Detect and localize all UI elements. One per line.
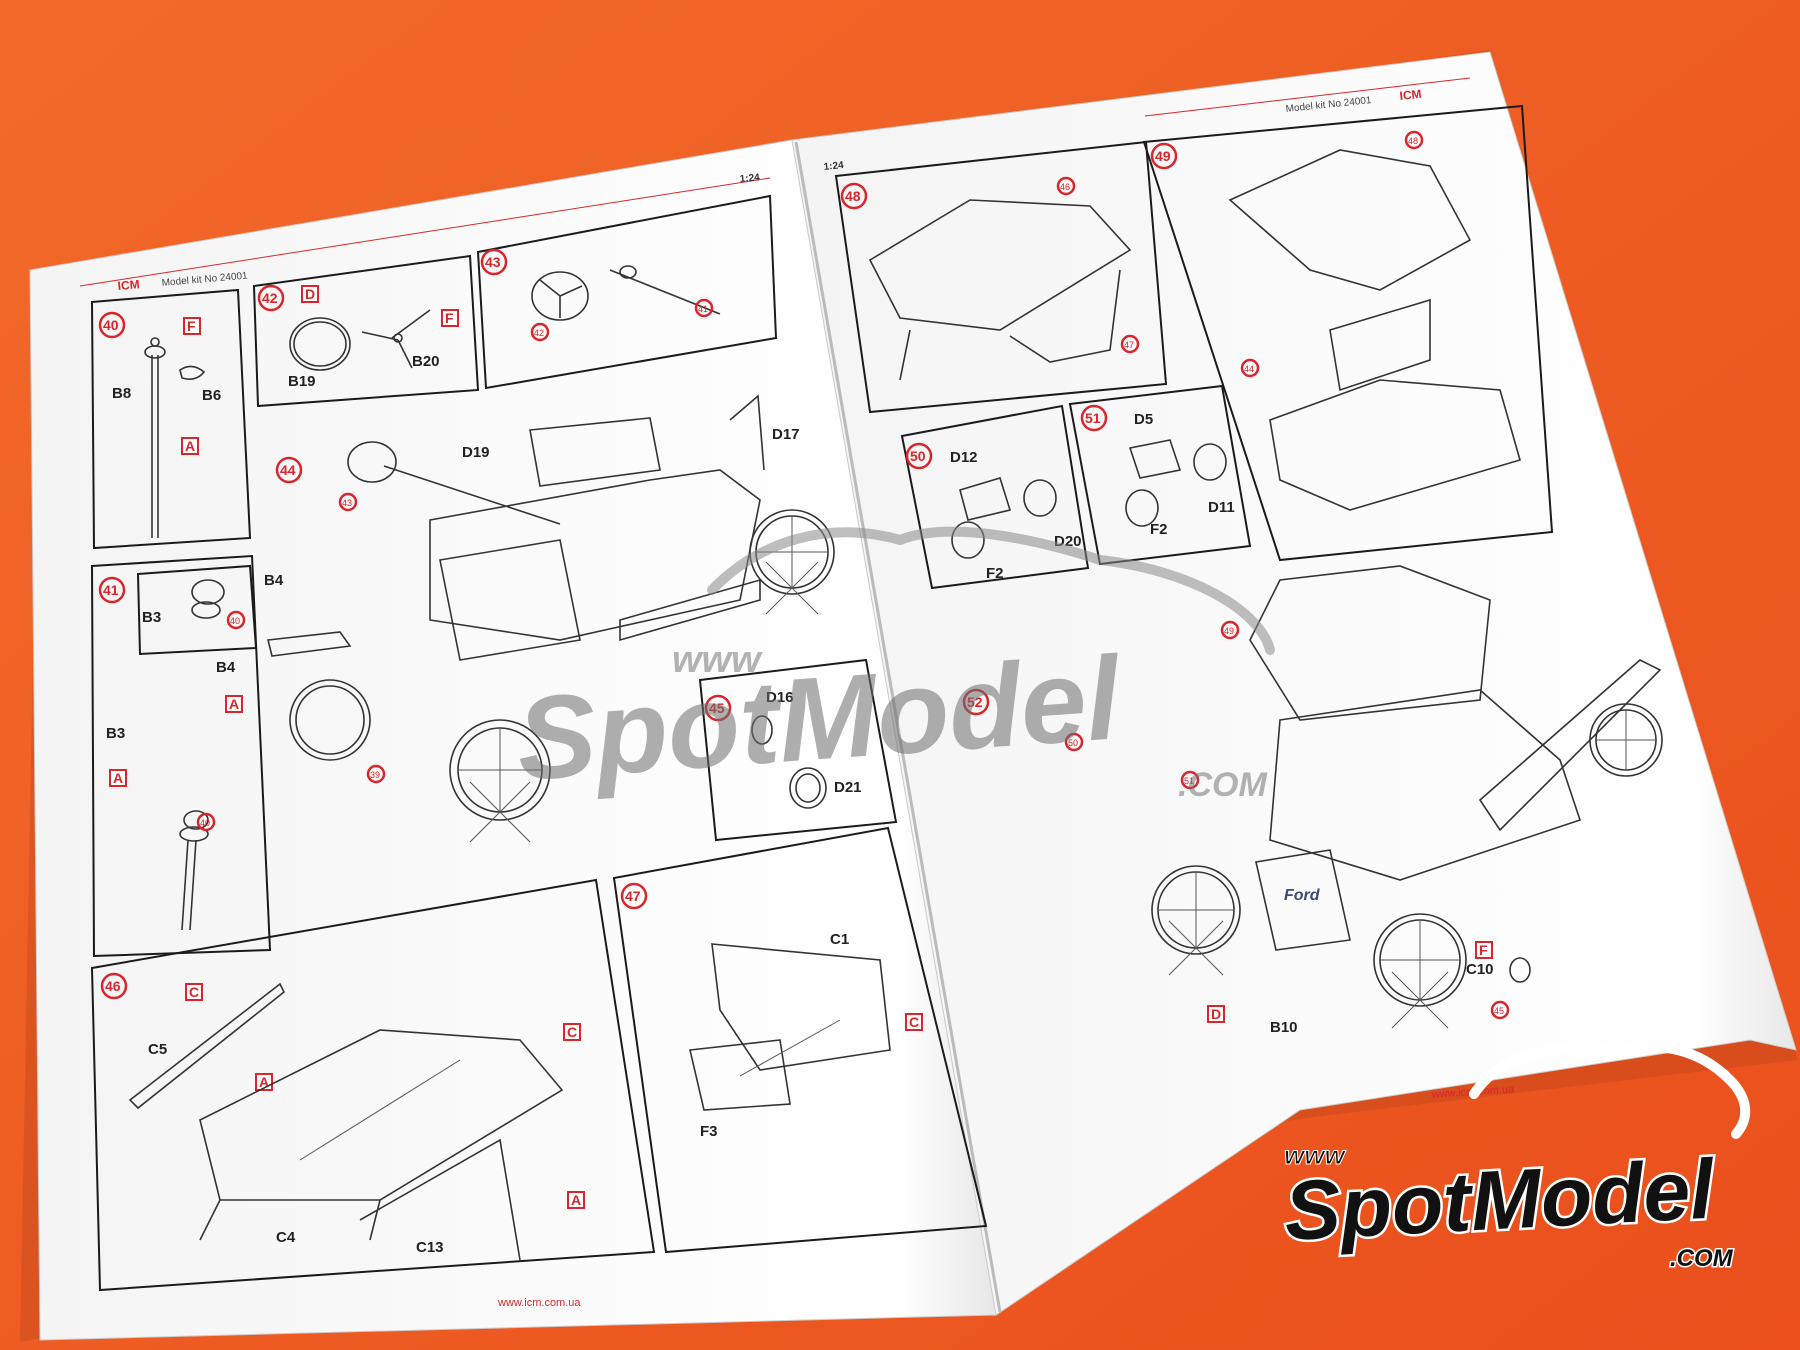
svg-text:D21: D21 bbox=[834, 779, 862, 796]
svg-text:B4: B4 bbox=[216, 659, 236, 676]
svg-text:48: 48 bbox=[845, 188, 861, 204]
svg-text:C10: C10 bbox=[1466, 961, 1494, 978]
svg-text:51: 51 bbox=[1184, 776, 1194, 786]
svg-text:50: 50 bbox=[910, 448, 926, 464]
step-45-panel: 45 D16 D21 bbox=[698, 658, 898, 842]
svg-text:50: 50 bbox=[1068, 738, 1078, 748]
svg-text:A: A bbox=[259, 1074, 269, 1090]
svg-text:B6: B6 bbox=[202, 387, 221, 404]
svg-text:B10: B10 bbox=[1270, 1019, 1298, 1036]
svg-text:45: 45 bbox=[1494, 1006, 1504, 1016]
svg-text:C1: C1 bbox=[830, 931, 849, 948]
svg-text:A: A bbox=[571, 1192, 581, 1208]
svg-text:D11: D11 bbox=[1208, 499, 1235, 516]
svg-text:40: 40 bbox=[200, 818, 210, 828]
left-website: www.icm.com.ua bbox=[497, 1297, 581, 1309]
step-51-panel: 51 D5 F2 D11 bbox=[1068, 384, 1252, 566]
svg-text:F2: F2 bbox=[986, 565, 1004, 582]
svg-text:C: C bbox=[909, 1014, 919, 1030]
step-42-panel: 42 D F B19 B20 bbox=[252, 254, 480, 408]
svg-text:42: 42 bbox=[262, 290, 278, 306]
watermark-prefix: www bbox=[672, 639, 763, 681]
svg-text:C5: C5 bbox=[148, 1041, 167, 1058]
svg-text:52: 52 bbox=[967, 694, 983, 710]
svg-text:F3: F3 bbox=[700, 1123, 718, 1140]
svg-text:B20: B20 bbox=[412, 353, 440, 370]
svg-text:43: 43 bbox=[485, 254, 501, 270]
svg-text:47: 47 bbox=[1124, 340, 1134, 350]
svg-text:F: F bbox=[1479, 942, 1488, 958]
svg-text:48: 48 bbox=[1408, 136, 1418, 146]
step-44-assembly: 44 D19 D17 43 39 bbox=[267, 394, 835, 843]
grille-emblem: Ford bbox=[1284, 887, 1321, 904]
right-scale-label: 1:24 bbox=[823, 160, 844, 173]
svg-text:B3: B3 bbox=[106, 725, 125, 742]
step-46-panel: 46 C5 C4 C13 C A C A bbox=[90, 878, 656, 1292]
step-43-panel: 43 42 41 bbox=[476, 194, 778, 390]
svg-text:44: 44 bbox=[280, 462, 296, 478]
svg-text:B19: B19 bbox=[288, 373, 316, 390]
svg-text:39: 39 bbox=[370, 770, 380, 780]
svg-text:40: 40 bbox=[230, 616, 240, 626]
logo-prefix: www bbox=[1284, 1140, 1346, 1170]
watermark-suffix: .COM bbox=[1178, 766, 1267, 804]
svg-text:B8: B8 bbox=[112, 385, 131, 402]
step-47-panel: 47 C1 F3 C bbox=[612, 826, 988, 1254]
svg-text:C: C bbox=[189, 984, 199, 1000]
svg-text:44: 44 bbox=[1244, 364, 1254, 374]
svg-text:51: 51 bbox=[1085, 410, 1101, 426]
svg-text:C13: C13 bbox=[416, 1239, 444, 1256]
svg-text:F: F bbox=[187, 318, 196, 334]
svg-text:D17: D17 bbox=[772, 426, 800, 443]
svg-text:D5: D5 bbox=[1134, 411, 1153, 428]
left-page: ICM Model kit No 24001 1:24 www.icm.com.… bbox=[29, 139, 997, 1341]
svg-text:46: 46 bbox=[1060, 182, 1070, 192]
svg-text:B3: B3 bbox=[142, 609, 161, 626]
svg-text:D16: D16 bbox=[766, 689, 794, 706]
svg-text:B4: B4 bbox=[264, 572, 284, 589]
svg-text:F2: F2 bbox=[1150, 521, 1168, 538]
logo-suffix: .COM bbox=[1670, 1245, 1734, 1272]
svg-text:D19: D19 bbox=[462, 444, 490, 461]
svg-text:A: A bbox=[229, 696, 239, 712]
svg-text:49: 49 bbox=[1155, 148, 1171, 164]
step-49-panel: 49 48 44 bbox=[1142, 104, 1554, 562]
right-brand-logo: ICM bbox=[1399, 87, 1422, 103]
svg-text:D12: D12 bbox=[950, 449, 978, 466]
svg-text:A: A bbox=[113, 770, 123, 786]
svg-text:41: 41 bbox=[698, 304, 708, 314]
svg-text:46: 46 bbox=[105, 978, 121, 994]
left-scale-label: 1:24 bbox=[739, 172, 760, 185]
svg-text:45: 45 bbox=[709, 700, 725, 716]
step-48-panel: 48 46 47 bbox=[834, 140, 1168, 414]
step-52-assembly: 52 C10 B10 49 50 51 45 F D Ford bbox=[962, 565, 1663, 1036]
left-brand-logo: ICM bbox=[117, 277, 140, 293]
svg-text:F: F bbox=[445, 310, 454, 326]
svg-text:41: 41 bbox=[103, 582, 119, 598]
svg-text:C4: C4 bbox=[276, 1229, 296, 1246]
svg-text:A: A bbox=[185, 438, 195, 454]
svg-text:49: 49 bbox=[1224, 626, 1234, 636]
svg-text:C: C bbox=[567, 1024, 577, 1040]
svg-text:D: D bbox=[1211, 1006, 1221, 1022]
right-page: Model kit No 24001 ICM 1:24 www.icm.com.… bbox=[791, 51, 1797, 1316]
svg-text:40: 40 bbox=[103, 317, 119, 333]
svg-text:47: 47 bbox=[625, 888, 641, 904]
step-41-panel: 41 B4 B3 B4 B3 40 40 A A bbox=[90, 554, 284, 958]
step-40-panel: 40 F A B8 B6 bbox=[90, 288, 252, 550]
svg-text:D: D bbox=[305, 286, 315, 302]
svg-text:43: 43 bbox=[342, 498, 352, 508]
svg-text:42: 42 bbox=[534, 328, 544, 338]
